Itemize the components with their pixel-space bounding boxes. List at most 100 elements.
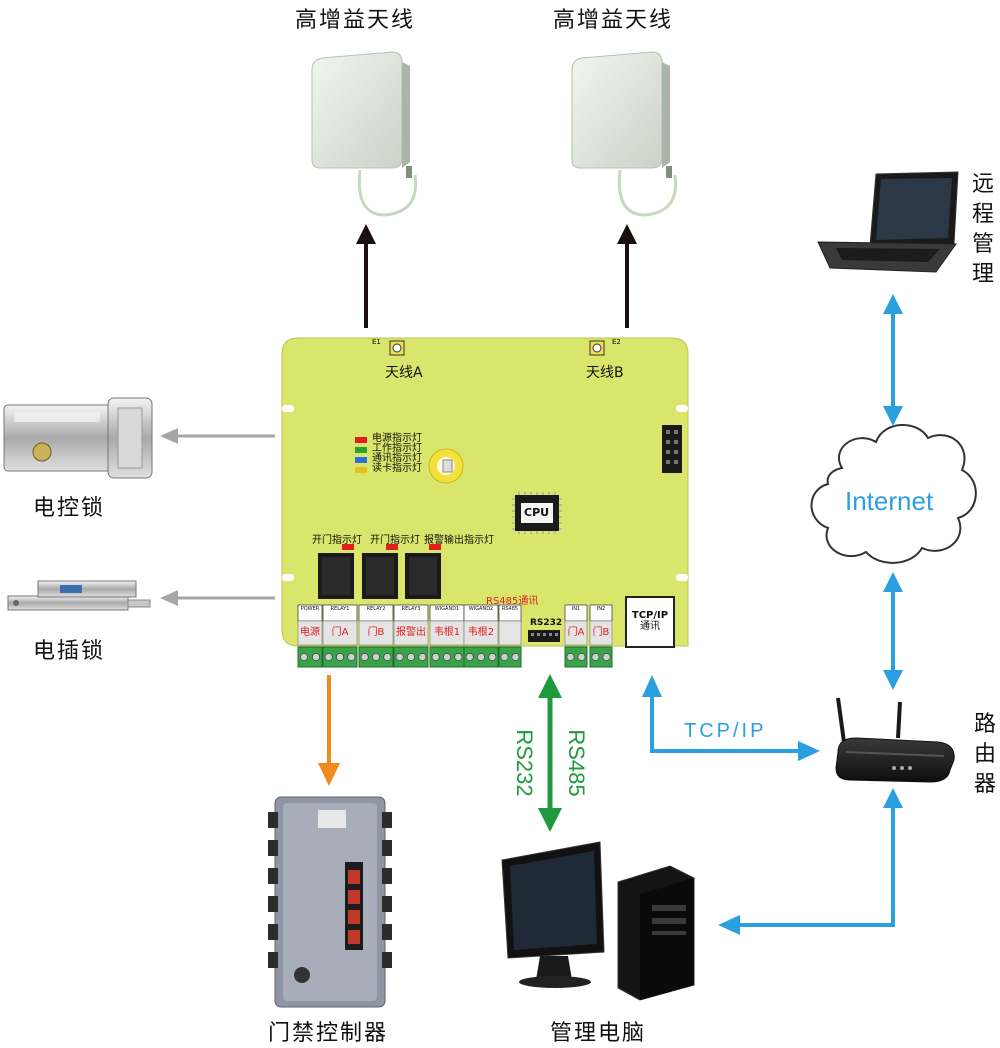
tcpip-link-label: TCP/IP xyxy=(684,720,767,742)
terminal-screw xyxy=(454,653,463,661)
terminal-screw xyxy=(360,653,369,661)
terminal-label-box xyxy=(322,620,358,646)
terminal-screw xyxy=(407,653,415,661)
terminal-screw xyxy=(383,653,392,661)
terminal-label-box xyxy=(358,620,394,646)
arrow-to-antenna-2 xyxy=(617,224,637,328)
antenna-2-title: 高增益天线 xyxy=(553,8,674,33)
router-image xyxy=(835,697,955,783)
management-pc-image xyxy=(501,841,695,1001)
terminal-function-label: 门B xyxy=(592,627,610,638)
rs485-link-label: RS485 xyxy=(564,729,589,797)
terminal-screw xyxy=(511,653,520,661)
terminal-function-label: 报警出 xyxy=(396,627,426,638)
tcpip-module-line2: 通讯 xyxy=(640,621,660,632)
terminal-label-box xyxy=(498,620,522,646)
terminal-top-label: IN1 xyxy=(571,606,581,612)
tcpip-module-label: TCP/IP 通讯 xyxy=(628,610,672,632)
terminal-block xyxy=(297,646,323,668)
relay-indicator-1: 开门指示灯 xyxy=(312,535,362,546)
arrow-to-antenna-1 xyxy=(356,224,376,328)
rs232-header-label: RS232 xyxy=(530,618,563,628)
led-label-work: 工作指示灯 xyxy=(372,443,422,454)
led-label-card: 读卡指示灯 xyxy=(372,463,422,474)
terminal-screw xyxy=(602,653,611,661)
terminal-screw xyxy=(395,653,404,661)
rs485-header-label: RS485通讯 xyxy=(486,596,539,607)
antenna-2 xyxy=(571,51,678,217)
internet-cloud xyxy=(810,424,977,564)
internet-label: Internet xyxy=(845,486,934,516)
terminal-label-box xyxy=(393,620,429,646)
led-card xyxy=(355,467,367,473)
terminal-block xyxy=(564,646,588,668)
rs232-link-label: RS232 xyxy=(512,729,537,797)
router-label: 路 由 器 xyxy=(973,712,996,797)
led-label-comm: 通讯指示灯 xyxy=(372,453,422,464)
rs485-link-label-wrap: RS485 xyxy=(556,722,596,802)
reader-board xyxy=(281,337,689,648)
led-label-power: 电源指示灯 xyxy=(372,433,422,444)
terminal-top-label: RS485 xyxy=(501,606,519,612)
terminal-top-label: RELAY3 xyxy=(401,606,421,612)
antenna-1-title: 高增益天线 xyxy=(295,8,416,33)
terminal-block xyxy=(498,646,522,668)
terminal-top-label: WIGAND2 xyxy=(468,606,494,612)
tcpip-module-line1: TCP/IP xyxy=(631,610,669,621)
arrow-internet-router xyxy=(883,572,903,690)
terminal-function-label: 门B xyxy=(367,627,385,638)
management-pc-label: 管理电脑 xyxy=(550,1021,647,1046)
terminal-top-label: RELAY2 xyxy=(366,606,386,612)
relay-indicator-3: 报警输出指示灯 xyxy=(424,535,494,546)
terminal-screw xyxy=(488,653,497,661)
terminal-top-label: WIGAND1 xyxy=(434,606,460,612)
terminal-block xyxy=(589,646,613,668)
terminal-label-box xyxy=(564,620,588,646)
e1-label: E1 xyxy=(372,338,381,346)
controller-label: 门禁控制器 xyxy=(268,1021,389,1046)
e2-label: E2 xyxy=(612,338,621,346)
terminal-screw xyxy=(443,653,451,661)
terminal-label-box xyxy=(297,620,323,646)
terminal-screw xyxy=(465,653,474,661)
antenna-1 xyxy=(311,51,418,217)
terminal-top-label: RELAY1 xyxy=(330,606,350,612)
arrow-board-router-tcpip xyxy=(642,675,820,761)
terminal-function-label: 韦根1 xyxy=(433,627,461,638)
terminal-screw xyxy=(500,653,509,661)
terminal-screw xyxy=(577,653,586,661)
terminal-label-box xyxy=(463,620,499,646)
arrow-to-controller xyxy=(318,675,340,786)
terminal-screw xyxy=(477,653,485,661)
remote-management-label: 远 程 管 理 xyxy=(971,172,994,287)
arrow-router-pc xyxy=(718,788,903,935)
tcpip-module xyxy=(625,596,675,648)
antenna-b-label: 天线B xyxy=(586,365,624,381)
relay-indicator-2: 开门指示灯 xyxy=(370,535,420,546)
rs232-link-label-wrap: RS232 xyxy=(504,722,544,802)
rs485-rs232-link-arrow xyxy=(538,674,562,832)
led-power xyxy=(355,437,367,443)
terminal-screw xyxy=(300,653,308,661)
terminal-screw xyxy=(312,653,320,661)
terminal-screw xyxy=(591,653,600,661)
arrow-to-bolt-lock xyxy=(160,590,275,606)
terminal-function-label: 门A xyxy=(567,627,585,638)
terminal-screw xyxy=(431,653,440,661)
terminal-function-label: 韦根2 xyxy=(467,627,495,638)
bolt-lock-image xyxy=(7,580,151,611)
terminal-screw xyxy=(324,653,333,661)
access-controller-image xyxy=(268,796,392,1008)
terminal-top-label: POWER xyxy=(300,606,320,612)
terminal-blocks xyxy=(297,604,613,668)
arrow-to-electric-lock xyxy=(160,428,275,444)
terminal-function-label: 门A xyxy=(331,627,349,638)
electric-lock-image xyxy=(3,397,153,479)
cpu-chip xyxy=(512,492,562,534)
led-work xyxy=(355,447,367,453)
terminal-top-label: IN2 xyxy=(596,606,606,612)
bolt-lock-label: 电插锁 xyxy=(33,639,106,664)
terminal-screw xyxy=(347,653,356,661)
led-comm xyxy=(355,457,367,463)
